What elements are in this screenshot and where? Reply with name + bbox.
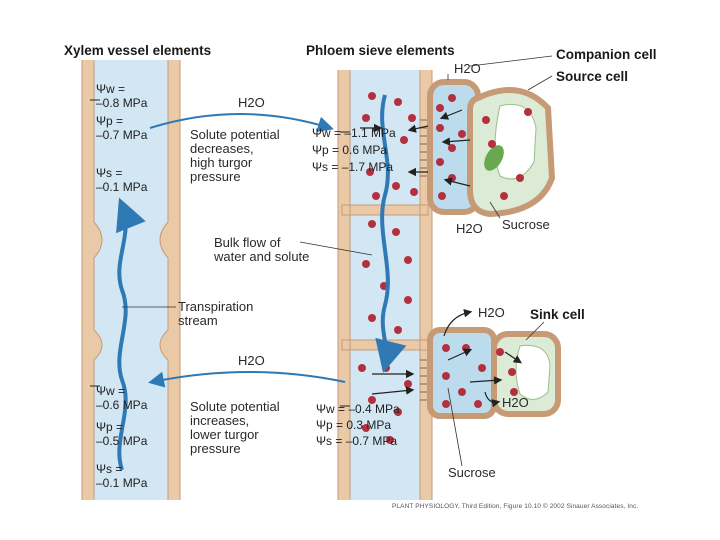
xylem-bottom-psi-s-value: –0.1 MPa: [96, 476, 148, 490]
transpiration-arrow: [116, 197, 146, 471]
xylem-top-psi-p-value: –0.7 MPa: [96, 128, 148, 142]
sucrose-label-bottom: Sucrose: [448, 465, 496, 480]
sucrose-dot: [442, 344, 450, 352]
sucrose-dot: [392, 182, 400, 190]
sucrose-dot: [482, 116, 490, 124]
sucrose-dot: [448, 144, 456, 152]
sucrose-dot: [394, 326, 402, 334]
water-label-sink-top: H2O: [478, 305, 505, 320]
sucrose-dot: [386, 436, 394, 444]
sucrose-dot: [394, 98, 402, 106]
sucrose-dot: [372, 192, 380, 200]
sucrose-dot: [362, 424, 370, 432]
source-cell-label: Source cell: [556, 69, 629, 84]
sucrose-dot: [392, 228, 400, 236]
sucrose-dot: [488, 140, 496, 148]
solute-annotation-top: Solute potential decreases, high turgor …: [190, 127, 280, 184]
sink-companion-cell: [427, 327, 497, 419]
sucrose-dot: [358, 364, 366, 372]
chloroplast: [484, 145, 504, 171]
sucrose-dot: [524, 108, 532, 116]
water-label-sink-right: H2O: [502, 395, 529, 410]
xylem-bottom-psi-w-symbol: Ψw =: [96, 384, 126, 398]
sink-cell-label: Sink cell: [530, 307, 585, 322]
sucrose-dot: [410, 188, 418, 196]
unloading-arrows: [371, 309, 522, 408]
water-label-bottom: H2O: [238, 353, 265, 368]
xylem-top-psi-w-symbol: Ψw =: [96, 82, 126, 96]
figure-credit: PLANT PHYSIOLOGY, Third Edition, Figure …: [392, 503, 639, 510]
sucrose-label-top: Sucrose: [502, 217, 550, 232]
sink-vacuole: [515, 344, 551, 400]
sucrose-dot: [368, 314, 376, 322]
xylem-bottom-psi-s-symbol: Ψs =: [96, 462, 123, 476]
water-label-source: H2O: [456, 221, 483, 236]
sucrose-dot: [478, 364, 486, 372]
phloem-top-psi-w: Ψw = –1.1 MPa: [312, 126, 396, 140]
transpiration-label: Transpiration stream: [178, 299, 254, 328]
xylem-bottom-psi-p-symbol: Ψp =: [96, 420, 124, 434]
sucrose-dot: [404, 256, 412, 264]
phloem-top-psi-s: Ψs = –1.7 MPa: [312, 160, 394, 174]
sucrose-dot: [366, 168, 374, 176]
sucrose-dot: [516, 174, 524, 182]
sucrose-dot: [362, 260, 370, 268]
xylem-top-psi-s-value: –0.1 MPa: [96, 180, 148, 194]
phloem-bottom-psi-w: Ψw = –0.4 MPa: [316, 402, 400, 416]
xylem-header: Xylem vessel elements: [64, 43, 212, 58]
bulk-flow-arrow: [375, 94, 407, 373]
water-label-top: H2O: [238, 95, 265, 110]
sucrose-dot: [474, 400, 482, 408]
sucrose-dot: [400, 136, 408, 144]
sucrose-dot: [510, 388, 518, 396]
sucrose-dot: [368, 220, 376, 228]
sucrose-dot: [404, 296, 412, 304]
sucrose-dot: [362, 114, 370, 122]
xylem-top-psi-p-symbol: Ψp =: [96, 114, 124, 128]
phloem-bottom-psi-p: Ψp = 0.3 MPa: [316, 418, 392, 432]
psi-pointers: [90, 99, 350, 407]
sucrose-dot: [394, 408, 402, 416]
sucrose-dot: [458, 388, 466, 396]
xylem-top-psi-s-symbol: Ψs =: [96, 166, 123, 180]
phloem-bottom-psi-s: Ψs = –0.7 MPa: [316, 434, 398, 448]
sucrose-dot: [442, 372, 450, 380]
sucrose-dot: [496, 348, 504, 356]
sucrose-dot: [408, 114, 416, 122]
solute-annotation-bottom: Solute potential increases, lower turgor…: [190, 399, 280, 456]
xylem-bottom-psi-w-value: –0.6 MPa: [96, 398, 148, 412]
loading-arrows: [360, 109, 471, 187]
leader-lines: [122, 55, 553, 467]
companion-cell-label: Companion cell: [556, 47, 657, 62]
sucrose-dot: [404, 380, 412, 388]
water-label-companion: H2O: [454, 61, 481, 76]
water-arrow-top: [149, 113, 334, 133]
xylem-vessel: [81, 60, 181, 500]
phloem-header: Phloem sieve elements: [306, 43, 455, 58]
xylem-top-psi-w-value: –0.8 MPa: [96, 96, 148, 110]
phloem-top-psi-p: Ψp = 0.6 MPa: [312, 143, 388, 157]
sucrose-dot: [368, 92, 376, 100]
sucrose-dot: [448, 94, 456, 102]
sucrose-dot: [368, 396, 376, 404]
bulk-flow-label: Bulk flow of water and solute: [214, 235, 310, 264]
sucrose-dot: [438, 192, 446, 200]
sucrose-dot: [442, 400, 450, 408]
sucrose-dot: [508, 368, 516, 376]
sucrose-dot: [500, 192, 508, 200]
sucrose-dot: [436, 124, 444, 132]
sucrose-dot: [436, 104, 444, 112]
xylem-bottom-psi-p-value: –0.5 MPa: [96, 434, 148, 448]
sucrose-dot: [458, 130, 466, 138]
water-arrow-bottom: [148, 371, 346, 388]
sucrose-dots: [358, 92, 532, 444]
sucrose-dot: [436, 158, 444, 166]
